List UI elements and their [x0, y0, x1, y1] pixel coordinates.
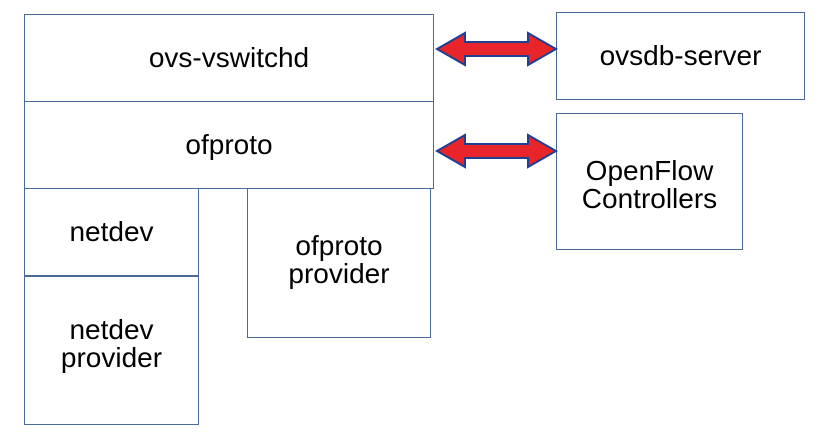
ofproto-provider-label: ofproto provider — [288, 230, 390, 289]
vswitchd-ovsdb-double-arrow — [434, 31, 559, 67]
netdev-provider-box: netdev provider — [24, 276, 199, 425]
ofproto-provider-box: ofproto provider — [247, 188, 431, 338]
ovsdb-server-label: ovsdb-server — [599, 40, 762, 71]
openflow-controllers-box: OpenFlow Controllers — [556, 113, 743, 250]
ofproto-box: ofproto — [24, 101, 434, 189]
netdev-label: netdev — [69, 216, 154, 247]
ovsdb-server-box: ovsdb-server — [556, 12, 805, 100]
openflow-controllers-label: OpenFlow Controllers — [581, 154, 718, 214]
ofproto-openflow-double-arrow — [434, 133, 559, 169]
netdev-box: netdev — [24, 188, 199, 276]
netdev-provider-label: netdev provider — [60, 313, 163, 373]
ofproto-label: ofproto — [185, 129, 273, 160]
ovs-vswitchd-box: ovs-vswitchd — [24, 14, 434, 102]
ovs-vswitchd-label: ovs-vswitchd — [148, 42, 310, 73]
